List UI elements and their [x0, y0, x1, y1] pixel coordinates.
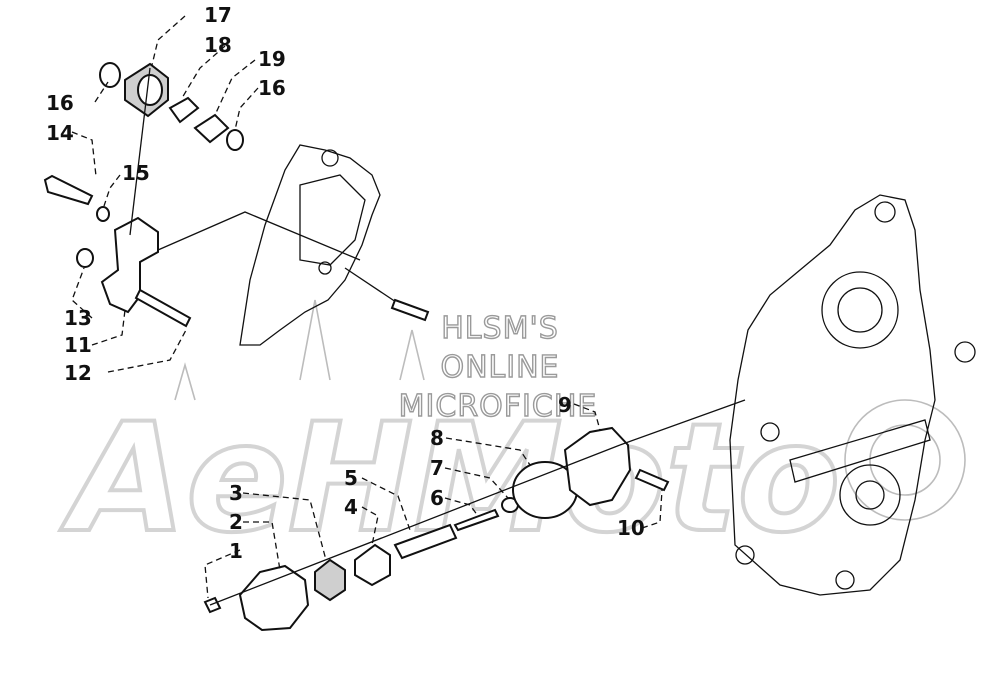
spring-6 — [453, 508, 500, 532]
callout-12: 12 — [64, 361, 92, 385]
washer-16-top — [99, 62, 121, 88]
callout-19: 19 — [258, 47, 286, 71]
callout-5: 5 — [344, 466, 358, 490]
piston-4 — [354, 543, 391, 587]
callout-16-right: 16 — [258, 76, 286, 100]
engine-case-left — [239, 144, 381, 346]
nut-13 — [76, 248, 94, 268]
callout-10: 10 — [617, 516, 645, 540]
rod-5 — [393, 523, 458, 560]
cup-3 — [314, 558, 346, 602]
bolt-10 — [634, 468, 670, 492]
washer-15 — [96, 206, 110, 222]
pump-assembly — [203, 399, 746, 632]
callout-2: 2 — [229, 510, 243, 534]
callout-17: 17 — [204, 3, 232, 27]
callout-8: 8 — [430, 426, 444, 450]
callout-13: 13 — [64, 306, 92, 330]
bolt-12 — [134, 288, 192, 328]
callout-7: 7 — [430, 456, 444, 480]
cover-2 — [238, 564, 310, 632]
watermark-line-2: ONLINE — [440, 350, 559, 385]
watermark-text: HLSM'S ONLINE MICROFICHE — [398, 310, 598, 424]
callout-4: 4 — [344, 495, 358, 519]
callout-14: 14 — [46, 121, 74, 145]
watermark-line-3: MICROFICHE — [399, 389, 598, 424]
sleeve-19 — [193, 113, 230, 144]
bushing-18 — [168, 96, 200, 124]
callout-18: 18 — [204, 33, 232, 57]
callout-labels: 1 2 3 4 5 6 7 8 9 10 11 12 13 14 15 16 1… — [46, 3, 645, 563]
bolt-14 — [43, 174, 94, 206]
watermark-line-1: HLSM'S — [441, 311, 559, 346]
screw-1 — [203, 596, 222, 614]
callout-9: 9 — [558, 393, 572, 417]
callout-3: 3 — [229, 481, 243, 505]
callout-6: 6 — [430, 486, 444, 510]
gearcase-right — [729, 194, 976, 596]
bracket-assembly — [43, 62, 430, 328]
washer-16-right — [226, 129, 244, 151]
callout-15: 15 — [122, 161, 150, 185]
callout-1: 1 — [229, 539, 243, 563]
leader-lines — [71, 15, 663, 599]
callout-11: 11 — [64, 333, 92, 357]
callout-16-left: 16 — [46, 91, 74, 115]
